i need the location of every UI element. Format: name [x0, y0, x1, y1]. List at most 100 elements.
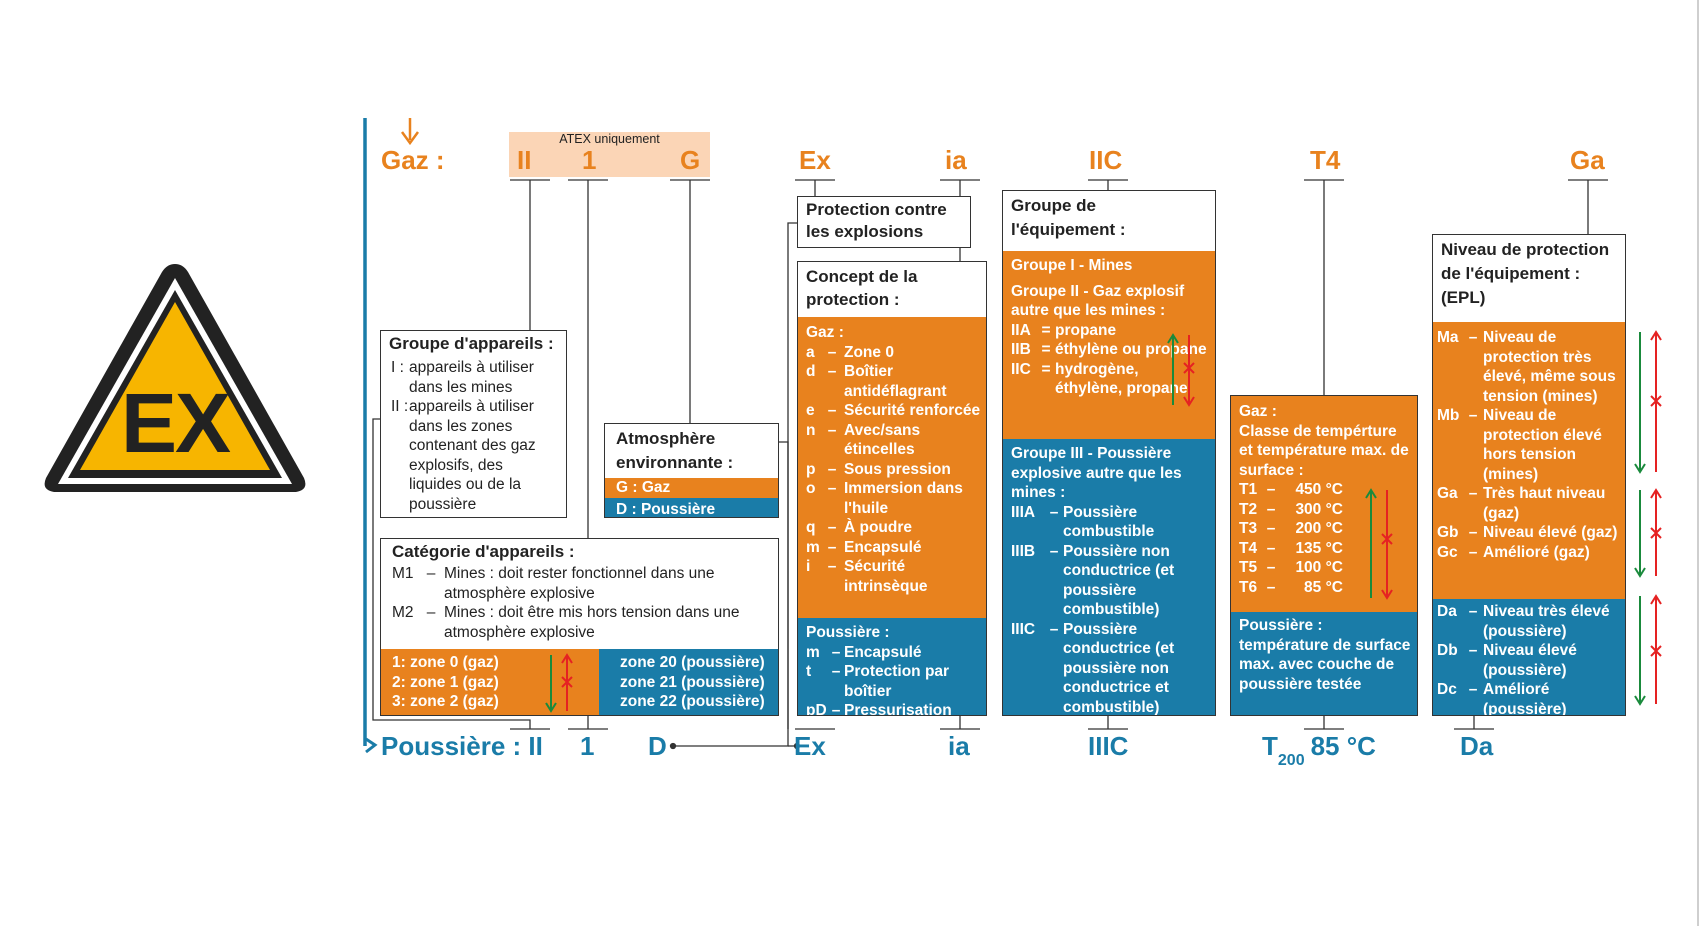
dust-temp-value: 85 °C: [1310, 731, 1376, 761]
gas-label: Gaz :: [381, 145, 445, 175]
epl-box: Niveau de protection de l'équipement : (…: [1432, 234, 1626, 716]
list-item: T4–135 °C: [1239, 539, 1343, 557]
epl-mines-gas: Ma–Niveau de protection très élevé, même…: [1433, 322, 1625, 599]
atmosphere-gas: G : Gaz: [605, 478, 778, 498]
list-item: m–Encapsulé: [806, 643, 922, 661]
groupe-equipement-title: Groupe de l'équipement :: [1011, 196, 1126, 239]
zones-row: 1: zone 0 (gaz) 2: zone 1 (gaz) 3: zone …: [381, 649, 778, 715]
list-item: pD–Pressurisation: [806, 702, 952, 716]
concept-dust-list: m–Encapsulé t–Protection par boîtier pD–Pr…: [806, 643, 986, 716]
gas-code-equipment-group: IIC: [1089, 145, 1123, 175]
list-item: Db–Niveau élevé (poussière): [1437, 642, 1577, 679]
frame-right-edge: [1697, 0, 1699, 926]
epl-title: Niveau de protection de l'équipement : (…: [1441, 240, 1610, 307]
protection-title: Protection contre les explosions: [806, 200, 947, 241]
list-item: T5–100 °C: [1239, 559, 1343, 576]
list-item: Mb–Niveau de protection élevé hors tensi…: [1437, 407, 1602, 483]
protection-box: Protection contre les explosions: [797, 196, 971, 248]
gas-code-ex: Ex: [799, 145, 831, 175]
explosion-warning-sign: [44, 264, 306, 492]
list-item: q–À poudre: [806, 519, 913, 536]
categorie-item: M2 – Mines : doit être mis hors tension …: [392, 604, 740, 641]
zones-gas: 1: zone 0 (gaz) 2: zone 1 (gaz) 3: zone …: [381, 649, 599, 715]
zone-level-arrows: [545, 653, 573, 713]
dust-code-epl: Da: [1460, 731, 1494, 761]
dust-temp-prefix: T: [1262, 731, 1278, 761]
zones-dust: zone 20 (poussière) zone 21 (poussière) …: [599, 649, 778, 715]
list-item: Gc–Amélioré (gaz): [1437, 543, 1590, 561]
epl-arrows: [1634, 330, 1662, 706]
temperature-box: Gaz : Classe de tempérture et températur…: [1230, 395, 1418, 716]
dust-code-temperature: T200 85 °C: [1262, 731, 1376, 769]
dust-code-equipment-group: IIIC: [1088, 731, 1129, 761]
groupe-appareils-item: II : appareils à utiliser dans les zones…: [391, 398, 536, 513]
list-item: n–Avec/sans étincelles: [806, 421, 921, 459]
list-item: a–Zone 0: [806, 343, 894, 361]
groupe-equipement-gas: Groupe I - Mines Groupe II - Gaz explosi…: [1003, 251, 1215, 439]
groupe-appareils-item: I : appareils à utiliser dans les mines: [391, 359, 534, 396]
list-item: IIIA–Poussière combustible: [1011, 503, 1155, 541]
groupe-appareils-box: Groupe d'appareils : I : appareils à uti…: [380, 330, 567, 518]
concept-box: Concept de la protection : Gaz : a–Zone …: [797, 261, 987, 716]
atmosphere-box: Atmosphère environnante : G : Gaz D : Po…: [604, 423, 779, 518]
list-item: IIIC–Poussière conductrice (et poussière…: [1011, 620, 1175, 716]
list-item: Dc–Amélioré (poussière): [1437, 681, 1567, 716]
list-item: m–Encapsulé: [806, 538, 922, 556]
temperature-gas: Gaz : Classe de tempérture et températur…: [1231, 396, 1417, 612]
epl-gas-list: Ga–Très haut niveau (gaz) Gb–Niveau élevé…: [1437, 484, 1621, 562]
dust-temp-subscript: 200: [1277, 752, 1305, 769]
list-item: Gb–Niveau élevé (gaz): [1437, 524, 1618, 541]
gas-code-group: II: [517, 145, 532, 175]
list-item: IIB=éthylène ou propane: [1011, 341, 1207, 358]
warning-sign-text: EX: [120, 376, 231, 470]
dust-code-category: 1: [580, 731, 595, 761]
concept-title: Concept de la protection :: [806, 267, 918, 309]
atex-only-label: ATEX uniquement: [559, 132, 660, 146]
gas-code-epl: Ga: [1570, 145, 1605, 175]
atmosphere-title: Atmosphère environnante :: [616, 429, 734, 472]
atmosphere-dust: D : Poussière: [605, 497, 778, 517]
groupe-equipement-dust: Groupe III - Poussière explosive autre q…: [1003, 439, 1215, 716]
gas-group-arrows: [1167, 333, 1195, 407]
list-item: Ga–Très haut niveau (gaz): [1437, 485, 1606, 522]
dust-code-atmosphere: D: [648, 731, 667, 761]
epl-dust-list: Da–Niveau très élevé (poussière)Db–Nivea…: [1437, 602, 1621, 716]
epl-mines-list: Ma–Niveau de protection très élevé, même…: [1437, 328, 1621, 484]
list-item: p–Sous pression: [806, 460, 951, 478]
list-item: t–Protection par boîtier: [806, 663, 950, 700]
gas-code-protection: ia: [945, 145, 967, 175]
categorie-box: Catégorie d'appareils : M1 – Mines : doi…: [380, 538, 779, 716]
dust-label: Poussière : II: [381, 731, 543, 761]
list-item: IIA=propane: [1011, 321, 1117, 339]
atex-only-highlight: [509, 132, 710, 177]
dust-code-protection: ia: [948, 731, 970, 761]
groupe-appareils-title: Groupe d'appareils :: [389, 334, 554, 353]
list-item: T6–85 °C: [1239, 578, 1343, 596]
list-item: i–Sécurité intrinsèque: [806, 558, 928, 595]
epl-dust: Da–Niveau très élevé (poussière)Db–Nivea…: [1433, 599, 1625, 716]
list-item: Ma–Niveau de protection très élevé, même…: [1437, 329, 1616, 405]
dust-code-ex: Ex: [794, 731, 826, 761]
list-item: T2–300 °C: [1239, 500, 1343, 518]
temperature-class-list: T1–450 °C T2–300 °C T3–200 °C T4–135 °C T5–1…: [1239, 480, 1411, 597]
groupe-equipement-box: Groupe de l'équipement : Groupe I - Mine…: [1002, 190, 1216, 716]
gas-code-atmosphere: G: [680, 145, 701, 175]
categorie-item: M1 – Mines : doit rester fonctionnel dan…: [392, 565, 715, 602]
list-item: T1–450 °C: [1239, 481, 1343, 498]
list-item: IIC=hydrogène, éthylène, propane: [1011, 360, 1188, 398]
list-item: o–Immersion dans l'huile: [806, 480, 963, 517]
list-item: IIIB–Poussière non conductrice (et pouss…: [1011, 542, 1175, 619]
list-item: T3–200 °C: [1239, 520, 1343, 537]
list-item: Da–Niveau très élevé (poussière): [1437, 603, 1610, 640]
temperature-arrows: [1365, 488, 1393, 600]
list-item: e–Sécurité renforcée: [806, 402, 981, 419]
temperature-dust: Poussière : température de surface max. …: [1231, 612, 1417, 715]
gas-code-category: 1: [582, 145, 597, 175]
categorie-title: Catégorie d'appareils :: [392, 542, 575, 561]
